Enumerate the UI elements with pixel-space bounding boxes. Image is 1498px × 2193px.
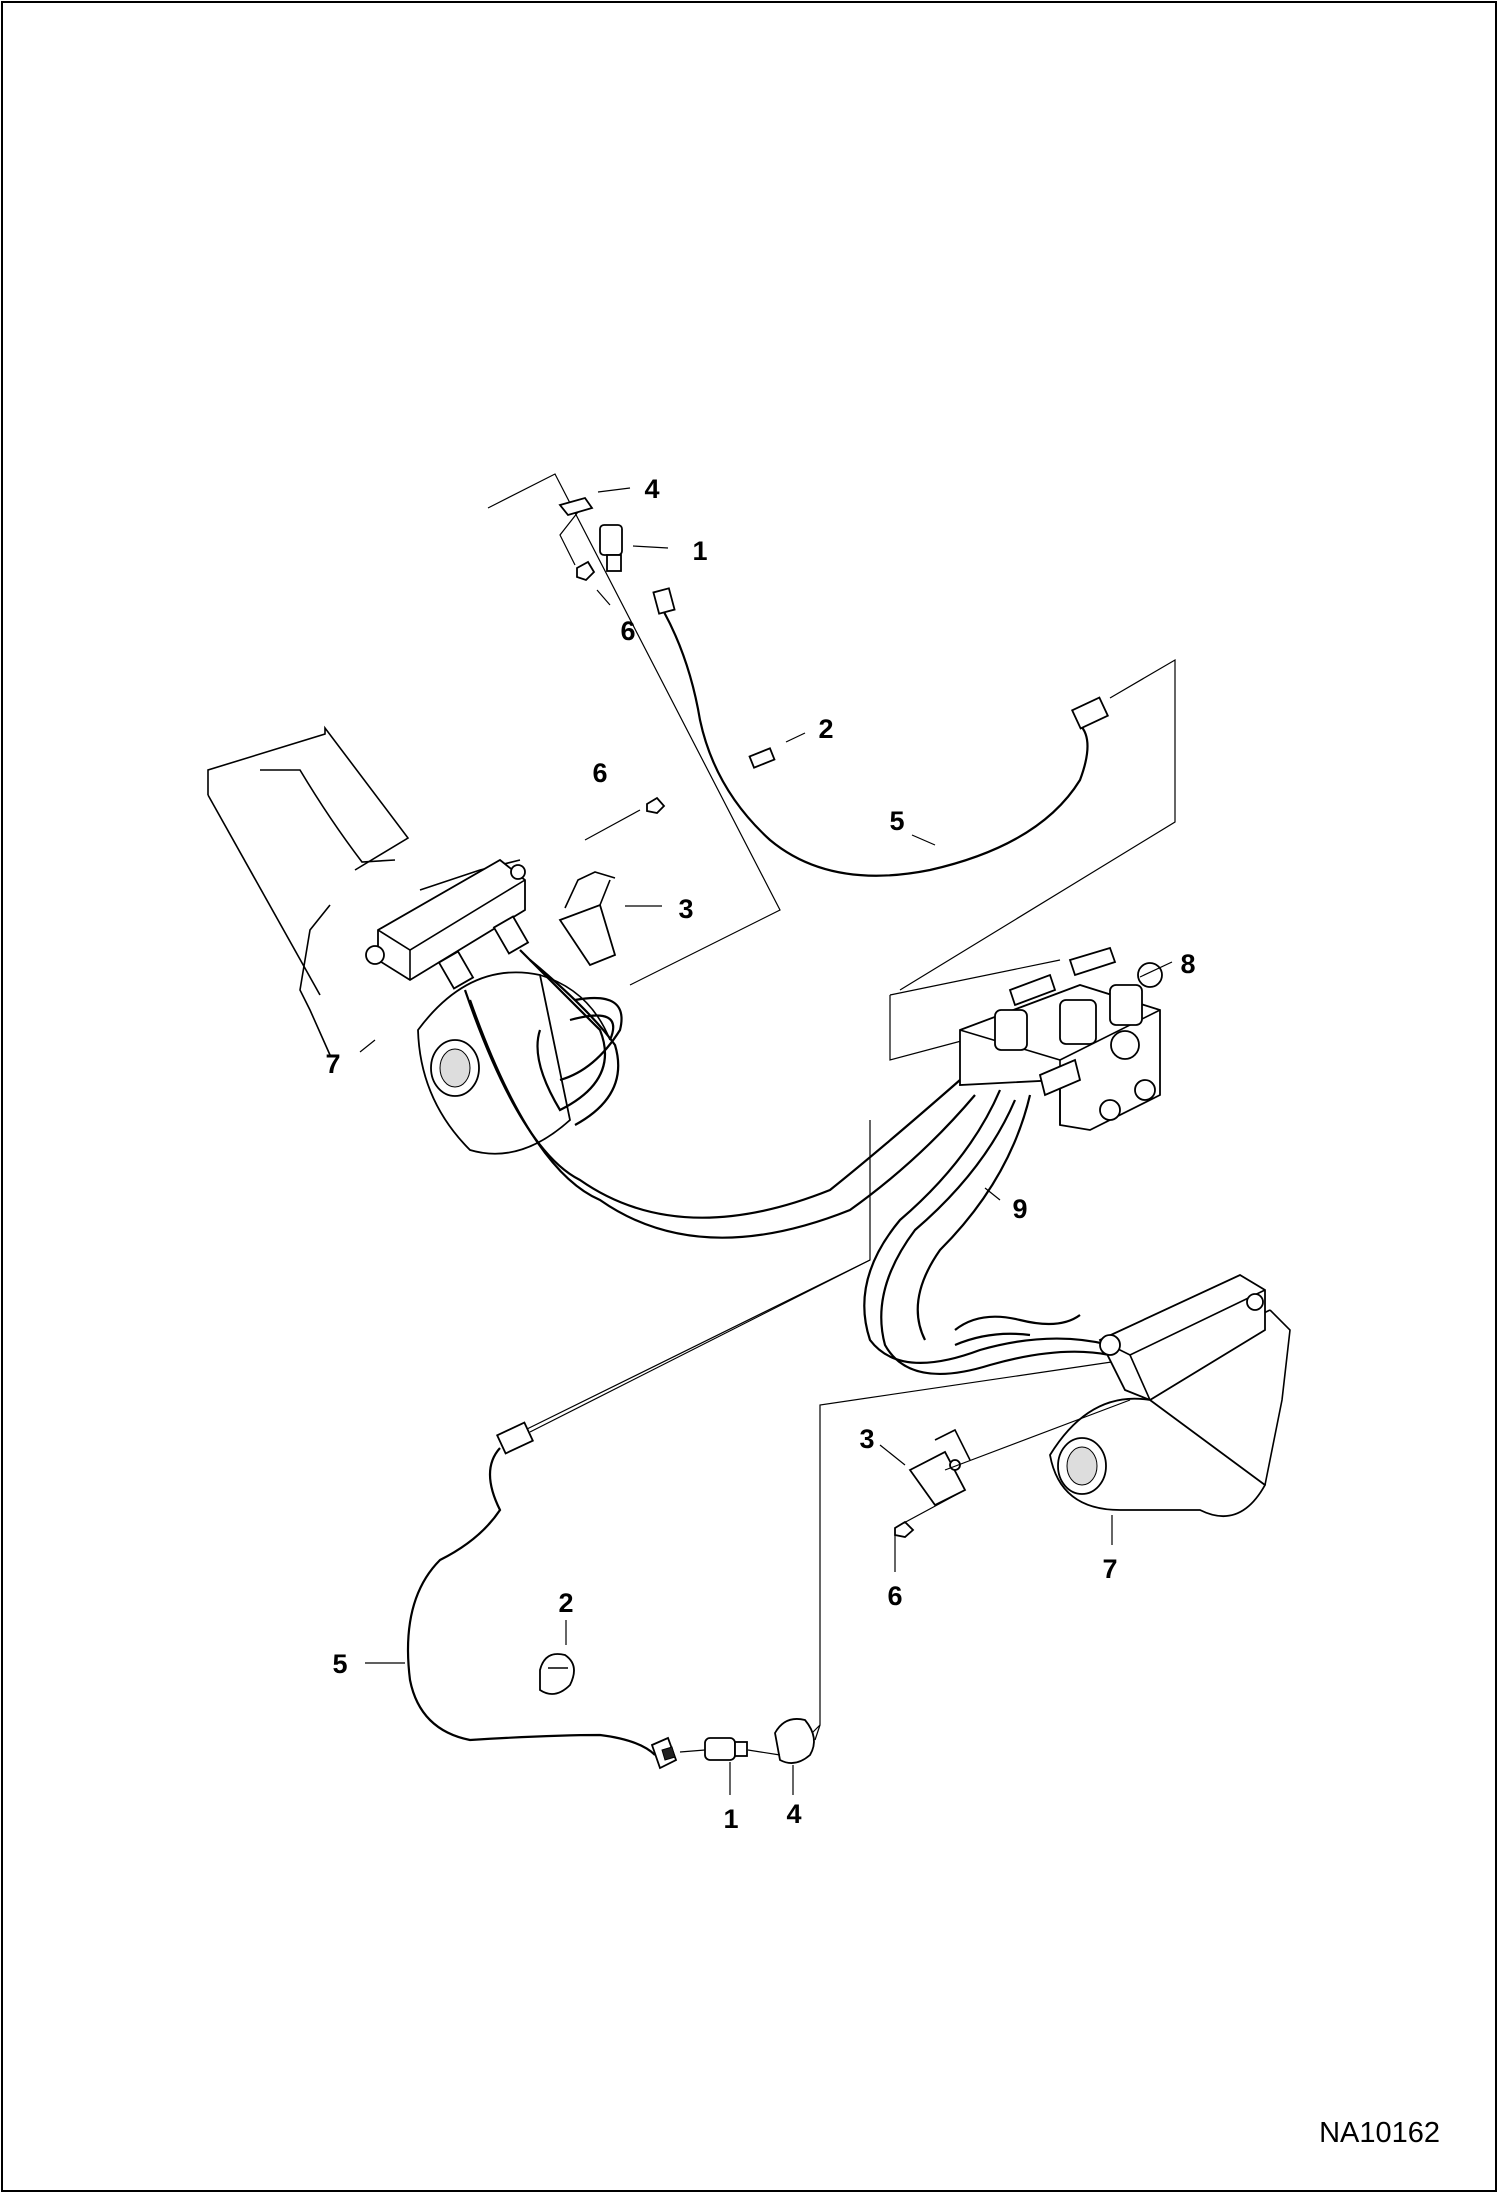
figure-id: NA10162 [1319, 2117, 1440, 2149]
lower-ring-4 [747, 1718, 821, 1764]
callout-3-bottom: 3 [859, 1424, 874, 1454]
lower-clip-2 [539, 1653, 575, 1695]
lower-wire-harness [406, 1259, 871, 1756]
callout-2-bottom: 2 [558, 1588, 573, 1618]
callout-5-top: 5 [889, 806, 904, 836]
callout-6-top: 6 [620, 616, 635, 646]
upper-switch [599, 524, 676, 615]
right-motor-assembly [1049, 1397, 1267, 1518]
callout-5-bottom: 5 [332, 1649, 347, 1679]
upper-connector-2 [748, 747, 776, 769]
lower-group-frame-2 [799, 1359, 1126, 1746]
lower-group-frame [524, 1120, 871, 1431]
lower-switch [679, 1737, 748, 1761]
mid-bolt [584, 796, 666, 841]
callout-8: 8 [1180, 949, 1195, 979]
lower-connector [650, 1736, 678, 1770]
hoses-lower [863, 1089, 1111, 1375]
callout-2-top: 2 [818, 714, 833, 744]
callout-3-top: 3 [678, 894, 693, 924]
hoses-main [463, 949, 976, 1239]
callout-6-mid: 6 [592, 758, 607, 788]
upper-wire-harness [663, 611, 1176, 991]
right-valve-block [1098, 1273, 1266, 1402]
leader-lines [359, 487, 1173, 1795]
upper-group-frame [487, 473, 781, 986]
callout-4-bottom: 4 [786, 1799, 801, 1829]
callout-7-right: 7 [1102, 1554, 1117, 1584]
control-valve [889, 946, 1163, 1131]
sensor-bracket-lower [899, 1399, 1131, 1526]
callout-9: 9 [1012, 1194, 1027, 1224]
callout-1-top: 1 [692, 536, 707, 566]
upper-bolt [576, 560, 596, 582]
callout-4-top: 4 [644, 474, 659, 504]
callout-7-left: 7 [325, 1049, 340, 1079]
upper-clip [558, 496, 594, 566]
left-valve-block [365, 858, 530, 990]
callout-1-bottom: 1 [723, 1804, 738, 1834]
bolt-lower [894, 1520, 915, 1538]
left-frame-rail [207, 725, 521, 1056]
sensor-bracket-upper [558, 871, 617, 967]
callout-6-bottom: 6 [887, 1581, 902, 1611]
